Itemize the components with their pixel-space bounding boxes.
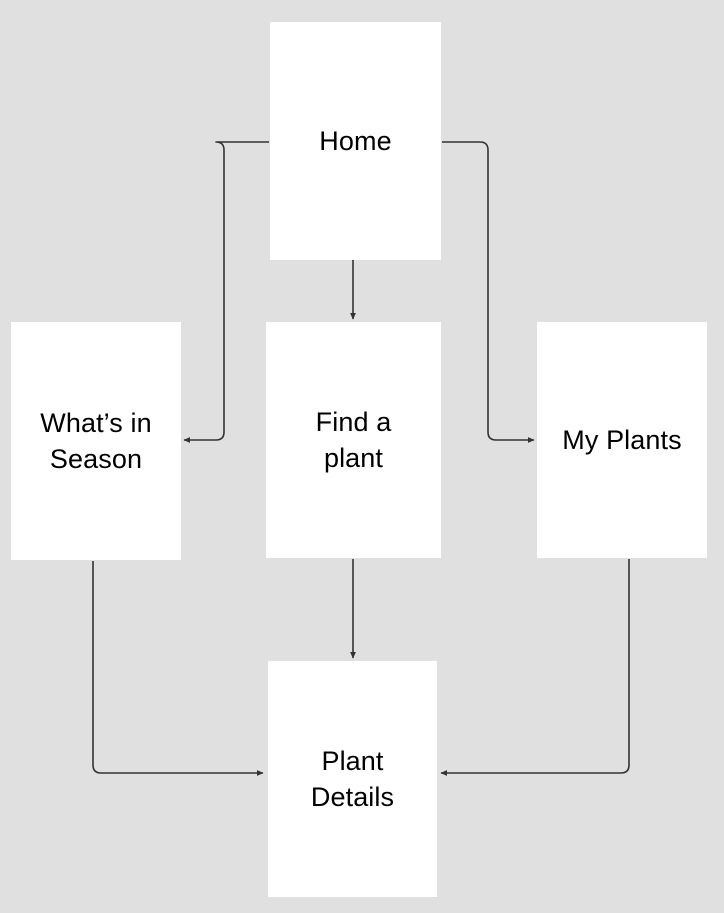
node-whats-in-season-label: What’s in Season (40, 408, 152, 474)
connector-my-plants-to-plant-details (440, 559, 630, 776)
node-home-label: Home (319, 126, 392, 156)
node-plant-details[interactable]: Plant Details (268, 661, 437, 897)
node-find-a-plant-label: Find a plant (315, 407, 392, 473)
node-plant-details-label: Plant Details (310, 746, 395, 812)
node-home[interactable]: Home (270, 22, 441, 260)
node-whats-in-season[interactable]: What’s in Season (11, 322, 181, 560)
node-find-a-plant[interactable]: Find a plant (266, 322, 441, 558)
connector-home-to-whats-in-season (183, 141, 269, 443)
connector-home-to-my-plants (442, 141, 535, 443)
node-my-plants[interactable]: My Plants (537, 322, 707, 558)
node-my-plants-label: My Plants (562, 425, 682, 455)
connector-whats-in-season-to-plant-details (92, 561, 264, 776)
